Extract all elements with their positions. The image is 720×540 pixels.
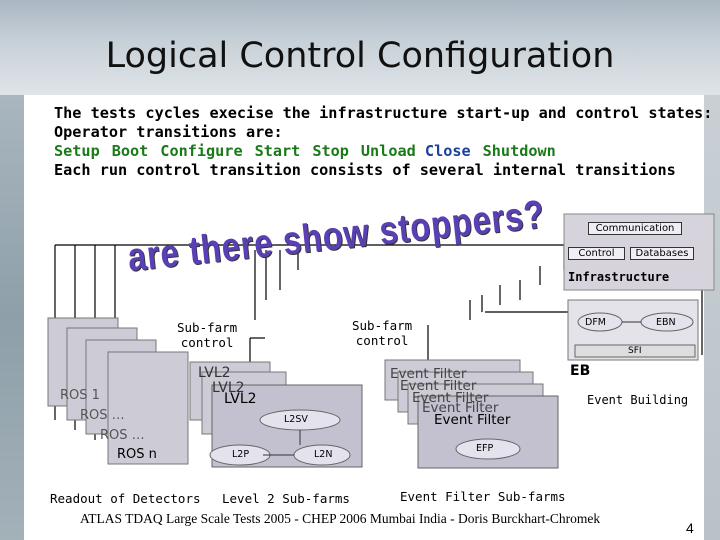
l2n-label: L2N <box>314 449 333 460</box>
intro-line-4: Each run control transition consists of … <box>54 161 676 179</box>
transition-stop: Stop <box>312 142 349 160</box>
subfarm-control-left-line1: Sub-farm <box>177 320 238 335</box>
transition-close: Close <box>424 142 471 160</box>
transitions-line: Setup Boot Configure Start Stop Unload Close S… <box>54 142 712 161</box>
subfarm-control-left-line2: control <box>180 335 234 350</box>
ef-title-4: Event Filter <box>422 400 499 416</box>
ef-title-3: Event Filter <box>412 390 489 406</box>
page-number: 4 <box>686 520 694 536</box>
readout-label: Readout of Detectors <box>50 491 201 506</box>
header-background <box>0 0 720 95</box>
ros-3-label: ROS … <box>100 428 145 443</box>
footer-text: ATLAS TDAQ Large Scale Tests 2005 - CHEP… <box>80 511 601 526</box>
sfi-label: SFI <box>628 346 642 356</box>
efp-label: EFP <box>476 443 494 454</box>
eb-label: EB <box>570 363 591 379</box>
ros-n-label: ROS n <box>117 447 157 462</box>
transition-start: Start <box>254 142 301 160</box>
intro-line-2: Operator transitions are: <box>54 123 283 141</box>
ef-title-1: Event Filter <box>390 366 467 382</box>
dfm-label: DFM <box>585 317 606 328</box>
communication-box: Communication <box>588 222 682 235</box>
slide-title: Logical Control Configuration <box>105 36 615 76</box>
transition-setup: Setup <box>54 142 100 160</box>
transition-boot: Boot <box>111 142 149 160</box>
ros-stack <box>47 317 189 465</box>
right-border-background <box>704 95 720 540</box>
transition-configure: Configure <box>160 142 243 160</box>
lvl2-title-3: LVL2 <box>224 391 257 407</box>
l2sv-label: L2SV <box>284 414 308 425</box>
l2p-label: L2P <box>232 449 250 460</box>
ef-subfarms-label: Event Filter Sub-farms <box>400 489 566 504</box>
transition-unload: Unload <box>360 142 416 160</box>
subfarm-control-right: Sub-farm control <box>352 318 412 348</box>
transition-shutdown: Shutdown <box>482 142 556 160</box>
ef-title-2: Event Filter <box>400 378 477 394</box>
infrastructure-label: Infrastructure <box>568 270 670 284</box>
ros-2-label: ROS … <box>80 408 125 423</box>
lvl2-title-2: LVL2 <box>212 380 245 396</box>
ef-title-5: Event Filter <box>434 412 511 428</box>
subfarm-control-right-line2: control <box>355 333 409 348</box>
ros-1-label: ROS 1 <box>60 388 100 403</box>
lvl2-title-1: LVL2 <box>198 365 231 381</box>
control-box: Control <box>568 247 625 260</box>
intro-text: The tests cycles execise the infrastruct… <box>54 104 712 180</box>
databases-box: Databases <box>630 247 694 260</box>
subfarm-control-right-line1: Sub-farm <box>352 318 413 333</box>
subfarm-control-left: Sub-farm control <box>177 320 237 350</box>
event-building-label: Event Building <box>587 393 689 407</box>
intro-line-1: The tests cycles execise the infrastruct… <box>54 104 713 122</box>
left-border-background <box>0 95 24 540</box>
ebn-label: EBN <box>656 317 676 328</box>
component-capsules <box>209 312 694 466</box>
lvl2-subfarms-label: Level 2 Sub-farms <box>222 491 350 506</box>
